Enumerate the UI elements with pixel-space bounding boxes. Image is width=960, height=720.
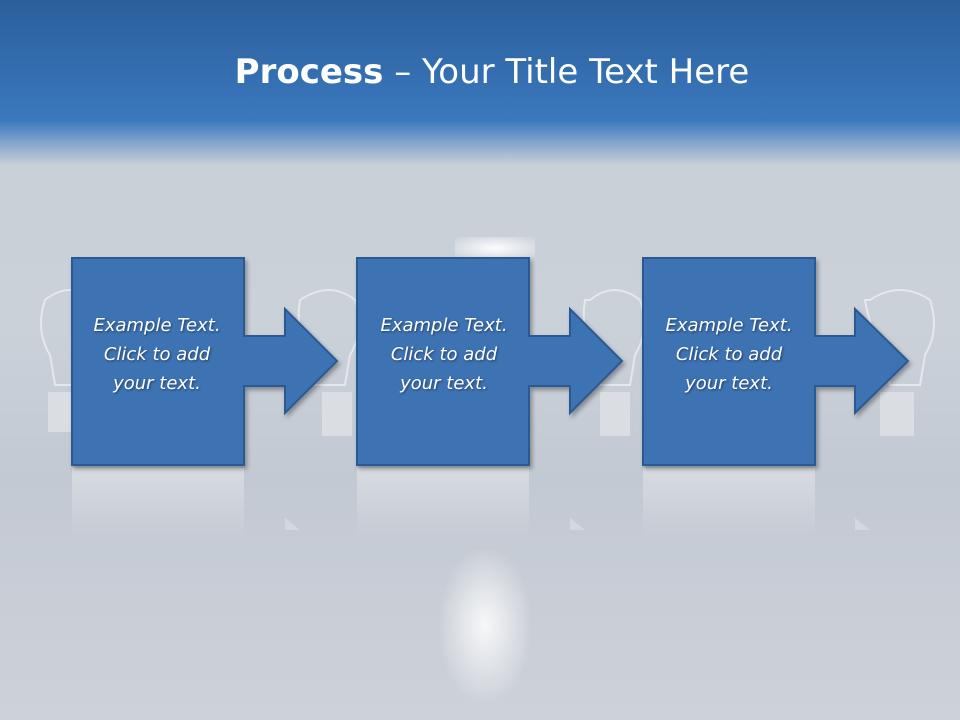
process-step-3-text[interactable]: Example Text. Click to add your text. bbox=[642, 311, 816, 398]
step-line: Example Text. bbox=[380, 315, 508, 336]
title-dash: – bbox=[383, 52, 423, 92]
process-step-1-text[interactable]: Example Text. Click to add your text. bbox=[70, 311, 244, 398]
step-line: Click to add bbox=[390, 344, 498, 365]
step-line: your text. bbox=[113, 373, 201, 394]
step-line: Click to add bbox=[675, 344, 783, 365]
title-rest: Your Title Text Here bbox=[422, 52, 750, 92]
step-line: Click to add bbox=[103, 344, 211, 365]
step-line: your text. bbox=[685, 373, 773, 394]
step-line: Example Text. bbox=[93, 315, 221, 336]
process-step-1-shape[interactable] bbox=[71, 257, 339, 466]
title-strong: Process bbox=[234, 52, 384, 92]
step-line: your text. bbox=[400, 373, 488, 394]
floor-light-reflection bbox=[440, 550, 530, 700]
process-step-2-shape[interactable] bbox=[356, 257, 624, 466]
step-line: Example Text. bbox=[665, 315, 793, 336]
process-step-3-shape[interactable] bbox=[642, 257, 910, 466]
slide-title[interactable]: Process – Your Title Text Here bbox=[0, 52, 960, 92]
process-step-2-text[interactable]: Example Text. Click to add your text. bbox=[357, 311, 531, 398]
lit-bulb-highlight bbox=[455, 237, 535, 259]
